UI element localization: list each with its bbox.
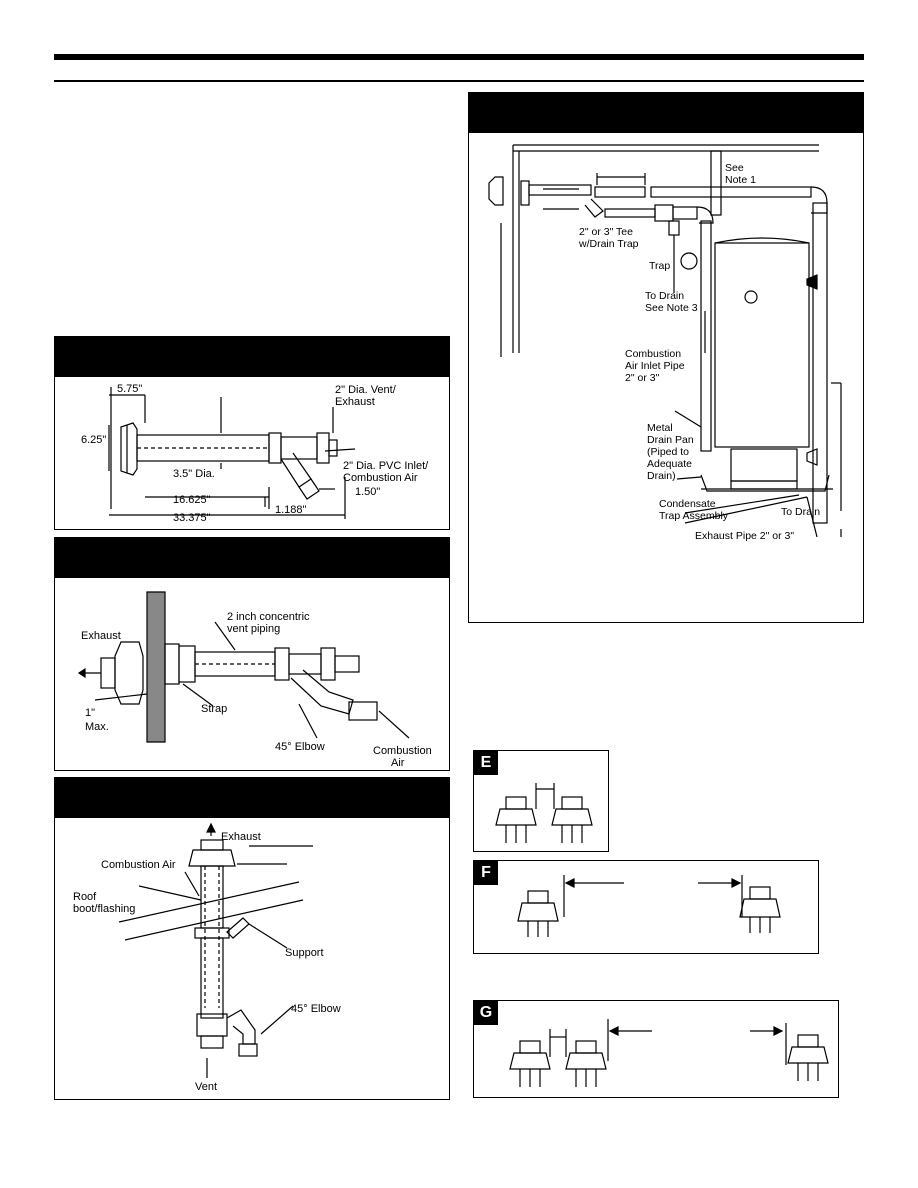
- sidewall-drawing: Exhaust 2 inch concentric vent piping 1"…: [77, 591, 432, 769]
- figure-g-tag: G: [474, 1001, 498, 1025]
- combustion-air-label-1: Combustion: [373, 745, 432, 757]
- vent-kit-drawing: 5.75" 6.25" 3.5" Dia. 16.625" 33.375" 1.…: [81, 383, 429, 524]
- dim-5-75: 5.75": [117, 383, 142, 395]
- tee-label-2: w/Drain Trap: [578, 238, 639, 250]
- figure-title-bar: [469, 93, 863, 133]
- note1-label-1: See: [725, 162, 744, 174]
- inlet-label-1: Combustion: [625, 348, 681, 360]
- figure-vent-kit-dimensions: 5.75" 6.25" 3.5" Dia. 16.625" 33.375" 1.…: [54, 336, 450, 530]
- figure-heater-venting-layout: See Note 1 2" or 3" Tee w/Drain Trap Tra…: [468, 92, 864, 623]
- figure-f-terminal-spacing: F: [473, 860, 819, 954]
- figure-e-terminal-spacing: E: [473, 750, 609, 852]
- exhaust-pipe-label: Exhaust Pipe 2" or 3": [695, 530, 794, 542]
- concentric-piping-label-1: 2 inch concentric: [227, 611, 310, 623]
- pan-label-3: (Piped to: [647, 446, 689, 458]
- figure-g-terminal-spacing: G: [473, 1000, 839, 1098]
- dim-16-625: 16.625": [173, 494, 211, 506]
- inlet-label-2: Air Inlet Pipe: [625, 360, 685, 372]
- figure-title-bar: [55, 538, 449, 578]
- combustion-air-label-2: Air: [391, 757, 405, 769]
- strap-label: Strap: [201, 703, 227, 715]
- heater-venting-drawing: See Note 1 2" or 3" Tee w/Drain Trap Tra…: [488, 144, 842, 542]
- combustion-air-label: Combustion Air: [101, 859, 176, 871]
- trap-label: Trap: [649, 260, 670, 272]
- pan-label-4: Adequate: [647, 458, 692, 470]
- dim-1-188: 1.188": [275, 504, 307, 516]
- to-drain-label: To Drain: [781, 506, 820, 518]
- figure-f-drawing: [517, 875, 781, 937]
- dim-1-50: 1.50": [355, 486, 380, 498]
- vent-exhaust-label-1: 2" Dia. Vent/: [335, 384, 397, 396]
- pvc-inlet-label-1: 2" Dia. PVC Inlet/: [343, 460, 429, 472]
- pan-label-5: Drain): [647, 470, 676, 482]
- pan-label-1: Metal: [647, 422, 673, 434]
- figure-g-drawing: [509, 1019, 829, 1087]
- concentric-piping-label-2: vent piping: [227, 623, 280, 635]
- pvc-inlet-label-2: Combustion Air: [343, 472, 418, 484]
- dim-6-25: 6.25": [81, 434, 106, 446]
- pan-label-2: Drain Pan: [647, 434, 694, 446]
- figure-title-bar: [55, 778, 449, 818]
- header-rule-thick: [54, 54, 864, 60]
- elbow-label: 45° Elbow: [275, 741, 325, 753]
- roof-label-2: boot/flashing: [73, 903, 135, 915]
- exhaust-label: Exhaust: [221, 831, 261, 843]
- to-drain-note-label-1: To Drain: [645, 290, 684, 302]
- inlet-label-3: 2" or 3": [625, 372, 660, 384]
- figure-e-tag: E: [474, 751, 498, 775]
- condensate-label-1: Condensate: [659, 498, 716, 510]
- note1-label-2: Note 1: [725, 174, 756, 186]
- elbow-label: 45° Elbow: [291, 1003, 341, 1015]
- figure-roof-installation: Exhaust Combustion Air Roof boot/flashin…: [54, 777, 450, 1100]
- figure-sidewall-installation: Exhaust 2 inch concentric vent piping 1"…: [54, 537, 450, 771]
- roof-label-1: Roof: [73, 891, 97, 903]
- vent-exhaust-label-2: Exhaust: [335, 396, 375, 408]
- figure-f-tag: F: [474, 861, 498, 885]
- max-label-1: 1": [85, 707, 95, 719]
- support-label: Support: [285, 947, 324, 959]
- vent-label: Vent: [195, 1081, 217, 1093]
- exhaust-label: Exhaust: [81, 630, 121, 642]
- max-label-2: Max.: [85, 721, 109, 733]
- dim-3-5-dia: 3.5" Dia.: [173, 468, 215, 480]
- roof-drawing: Exhaust Combustion Air Roof boot/flashin…: [73, 822, 341, 1093]
- figure-title-bar: [55, 337, 449, 377]
- figure-e-drawing: [495, 783, 593, 843]
- tee-label-1: 2" or 3" Tee: [579, 226, 633, 238]
- header-rule-thin: [54, 80, 864, 82]
- condensate-label-2: Trap Assembly: [659, 510, 729, 522]
- to-drain-note-label-2: See Note 3: [645, 302, 698, 314]
- dim-33-375: 33.375": [173, 512, 211, 524]
